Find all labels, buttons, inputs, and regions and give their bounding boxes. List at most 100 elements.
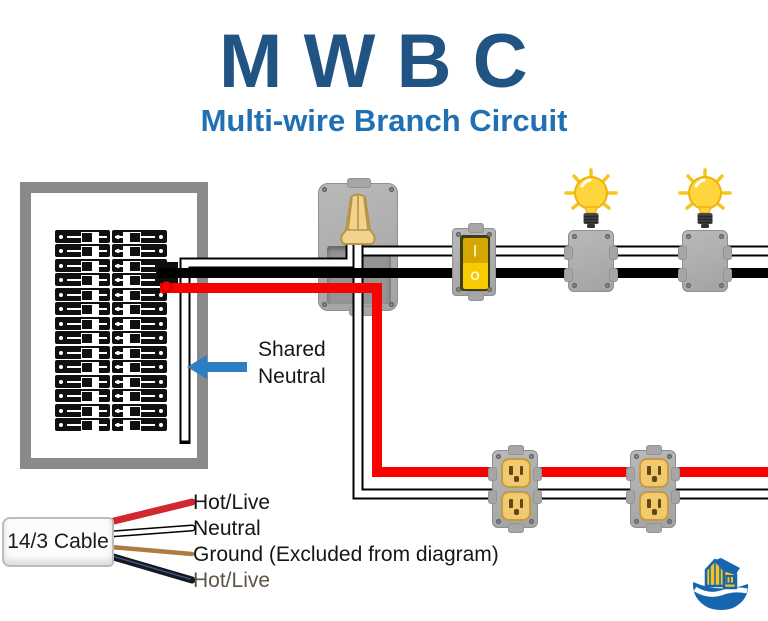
breaker-pair [112, 259, 167, 286]
light-bulb [564, 168, 618, 228]
receptacle [501, 491, 531, 521]
circuit-breaker [55, 346, 110, 359]
screw-icon [572, 234, 577, 239]
box-knockout [678, 268, 687, 282]
breaker-grid [55, 230, 167, 431]
screw-icon [605, 283, 610, 288]
page-title: MWBC [219, 19, 549, 104]
outlet-slot [519, 466, 523, 475]
circuit-breaker [112, 375, 167, 388]
screw-icon [667, 454, 672, 459]
neutral-wire-panel [179, 240, 357, 444]
page-subtitle: Multi-wire Branch Circuit [200, 103, 568, 138]
shared-neutral-line2: Neutral [258, 365, 326, 388]
outlet-slot [647, 466, 651, 475]
screw-icon [719, 283, 724, 288]
light-junction-box [564, 230, 618, 292]
circuit-breaker [112, 288, 167, 301]
outlet-ground-hole [651, 476, 657, 482]
cable-label: 14/3 Cable [7, 530, 109, 553]
shared-neutral-arrow [187, 355, 249, 379]
outlet-slot [509, 499, 513, 508]
outlet-slot [509, 466, 513, 475]
circuit-breaker [55, 288, 110, 301]
duplex-outlet [626, 445, 680, 533]
circuit-breaker [112, 273, 167, 286]
wire-nut [340, 193, 376, 245]
breaker-column-left [55, 230, 110, 431]
breaker-pair [55, 375, 110, 402]
breaker-pair [55, 404, 110, 431]
circuit-breaker [55, 317, 110, 330]
screw-icon [389, 187, 394, 192]
breaker-panel [20, 182, 208, 469]
outlet-slot [647, 499, 651, 508]
screw-icon [322, 187, 327, 192]
red-hot-wire [160, 283, 768, 477]
circuit-breaker [112, 244, 167, 257]
circuit-breaker [112, 317, 167, 330]
arrow-shaft [205, 362, 247, 372]
box-knockout [347, 178, 371, 188]
light-switch: | O [452, 223, 496, 301]
box-knockout [533, 490, 542, 504]
screw-icon [456, 287, 461, 292]
circuit-breaker [55, 259, 110, 272]
breaker-pair [112, 230, 167, 257]
wire-label-ground: Ground (Excluded from diagram) [193, 543, 499, 566]
screw-icon [322, 302, 327, 307]
outlet-ground-hole [513, 476, 519, 482]
screw-icon [456, 232, 461, 237]
screw-icon [529, 454, 534, 459]
box-knockout [609, 268, 618, 282]
outlet-slot [519, 499, 523, 508]
box-knockout [488, 490, 497, 504]
cable-red-wire [106, 498, 196, 526]
box-knockout [678, 246, 687, 260]
screw-icon [686, 283, 691, 288]
circuit-breaker [112, 360, 167, 373]
circuit-breaker [112, 346, 167, 359]
circuit-breaker [112, 404, 167, 417]
switch-on-symbol: | [462, 237, 488, 263]
receptacle [639, 491, 669, 521]
cable-ground-wire [108, 544, 195, 557]
shared-neutral-line1: Shared [258, 338, 326, 361]
circuit-breaker [55, 375, 110, 388]
shared-neutral-label: Shared Neutral [258, 336, 326, 390]
box-knockout [723, 268, 732, 282]
cable-sheath: 14/3 Cable [2, 517, 114, 567]
screw-icon [686, 234, 691, 239]
wire-label-hot-red: Hot/Live [193, 491, 271, 514]
circuit-breaker [112, 389, 167, 402]
box-knockout [564, 246, 573, 260]
box-knockout [646, 523, 662, 533]
circuit-breaker [55, 331, 110, 344]
breaker-pair [112, 288, 167, 315]
circuit-breaker [55, 360, 110, 373]
breaker-pair [112, 404, 167, 431]
screw-icon [487, 287, 492, 292]
receptacle [501, 458, 531, 488]
screw-icon [719, 234, 724, 239]
box-knockout [508, 523, 524, 533]
switch-off-symbol: O [462, 263, 488, 289]
circuit-breaker [112, 302, 167, 315]
circuit-breaker [55, 302, 110, 315]
box-knockout [488, 467, 497, 481]
light-bulb [678, 168, 732, 228]
box-knockout [468, 223, 484, 233]
box-knockout [609, 246, 618, 260]
circuit-breaker [112, 259, 167, 272]
box-knockout [626, 490, 635, 504]
box-knockout [671, 467, 680, 481]
breaker-pair [112, 375, 167, 402]
circuit-breaker [55, 418, 110, 431]
breaker-pair [55, 259, 110, 286]
screw-icon [496, 454, 501, 459]
circuit-breaker [112, 331, 167, 344]
breaker-column-right [112, 230, 167, 431]
screw-icon [572, 283, 577, 288]
house-boat-logo [692, 558, 749, 610]
circuit-breaker [55, 244, 110, 257]
